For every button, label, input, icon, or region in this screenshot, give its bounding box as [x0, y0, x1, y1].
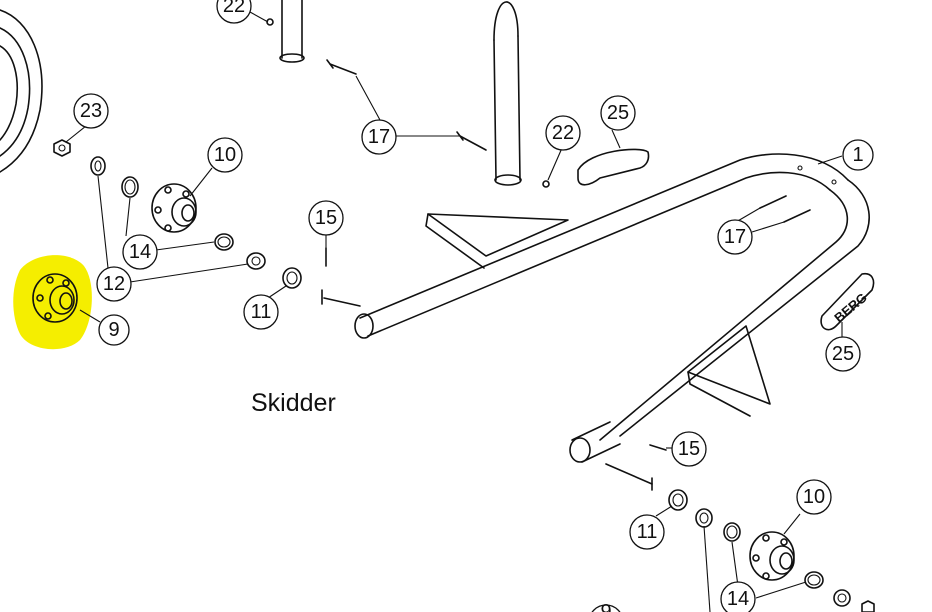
svg-text:15: 15: [315, 207, 337, 229]
callout-14b: 14: [720, 581, 756, 612]
handle-tube: [266, 0, 550, 188]
pin-part-15: [325, 247, 667, 451]
callout-25a: 25: [600, 95, 636, 131]
callout-10a: 10: [207, 137, 243, 173]
callout-9a: 9: [98, 314, 130, 346]
callout-10b: 10: [796, 479, 832, 515]
callout-1: 1: [842, 139, 874, 171]
svg-text:9: 9: [108, 319, 119, 341]
svg-text:9: 9: [600, 601, 611, 612]
svg-text:17: 17: [368, 126, 390, 148]
callout-11a: 11: [243, 294, 279, 330]
svg-text:22: 22: [552, 122, 574, 144]
callout-15a: 15: [308, 200, 344, 236]
callout-9b: 9: [591, 601, 621, 612]
seal-part-12-lower: [246, 252, 266, 270]
seal-part-12-bottom: [695, 508, 713, 528]
svg-text:25: 25: [607, 102, 629, 124]
tire-fragment: [0, 9, 43, 173]
callout-22a: 22: [216, 0, 252, 24]
svg-text:10: 10: [214, 144, 236, 166]
svg-text:22: 22: [223, 0, 245, 17]
highlight-marker: [13, 255, 92, 350]
svg-text:15: 15: [678, 438, 700, 460]
callout-11b: 11: [629, 514, 665, 550]
washer-part-11: [282, 267, 302, 289]
callout-25b: 25: [825, 336, 861, 372]
hub-part-10-upper: [151, 183, 197, 233]
bearing-part-14-lower: [214, 233, 234, 251]
svg-text:10: 10: [803, 486, 825, 508]
svg-text:11: 11: [251, 301, 272, 323]
svg-text:1: 1: [852, 144, 863, 166]
hub-part-9: [32, 273, 78, 323]
nut-part-23: [53, 139, 71, 157]
seal-part-bottom-right: [833, 589, 875, 612]
svg-text:11: 11: [637, 521, 658, 543]
diagram-caption: Skidder: [251, 389, 336, 417]
logo-pad-part-25: BERG: [820, 272, 875, 331]
svg-text:25: 25: [832, 343, 854, 365]
washer-part-11-lower: [668, 489, 688, 511]
callout-15b: 15: [671, 431, 707, 467]
svg-text:14: 14: [129, 241, 151, 263]
logo-text: BERG: [831, 290, 869, 326]
bearing-part-14-upper: [121, 176, 139, 198]
hub-part-10-lower: [749, 531, 795, 581]
svg-text:17: 17: [724, 226, 746, 248]
callout-17a: 17: [361, 119, 397, 155]
callout-23: 23: [73, 93, 109, 129]
callout-17b: 17: [717, 219, 753, 255]
callout-14a: 14: [122, 234, 158, 270]
frame-part-1: [321, 153, 870, 491]
callout-12: 12: [96, 266, 132, 302]
leader-lines: [65, 11, 843, 612]
svg-text:14: 14: [727, 588, 749, 610]
callout-22b: 22: [545, 115, 581, 151]
bearing-part-14-bottom: [723, 522, 824, 589]
svg-text:12: 12: [103, 273, 125, 295]
seal-part-12-upper: [90, 156, 106, 176]
pad-part-25-top: [577, 148, 650, 186]
bolt-part-17-right: [759, 195, 811, 223]
svg-text:23: 23: [80, 100, 102, 122]
